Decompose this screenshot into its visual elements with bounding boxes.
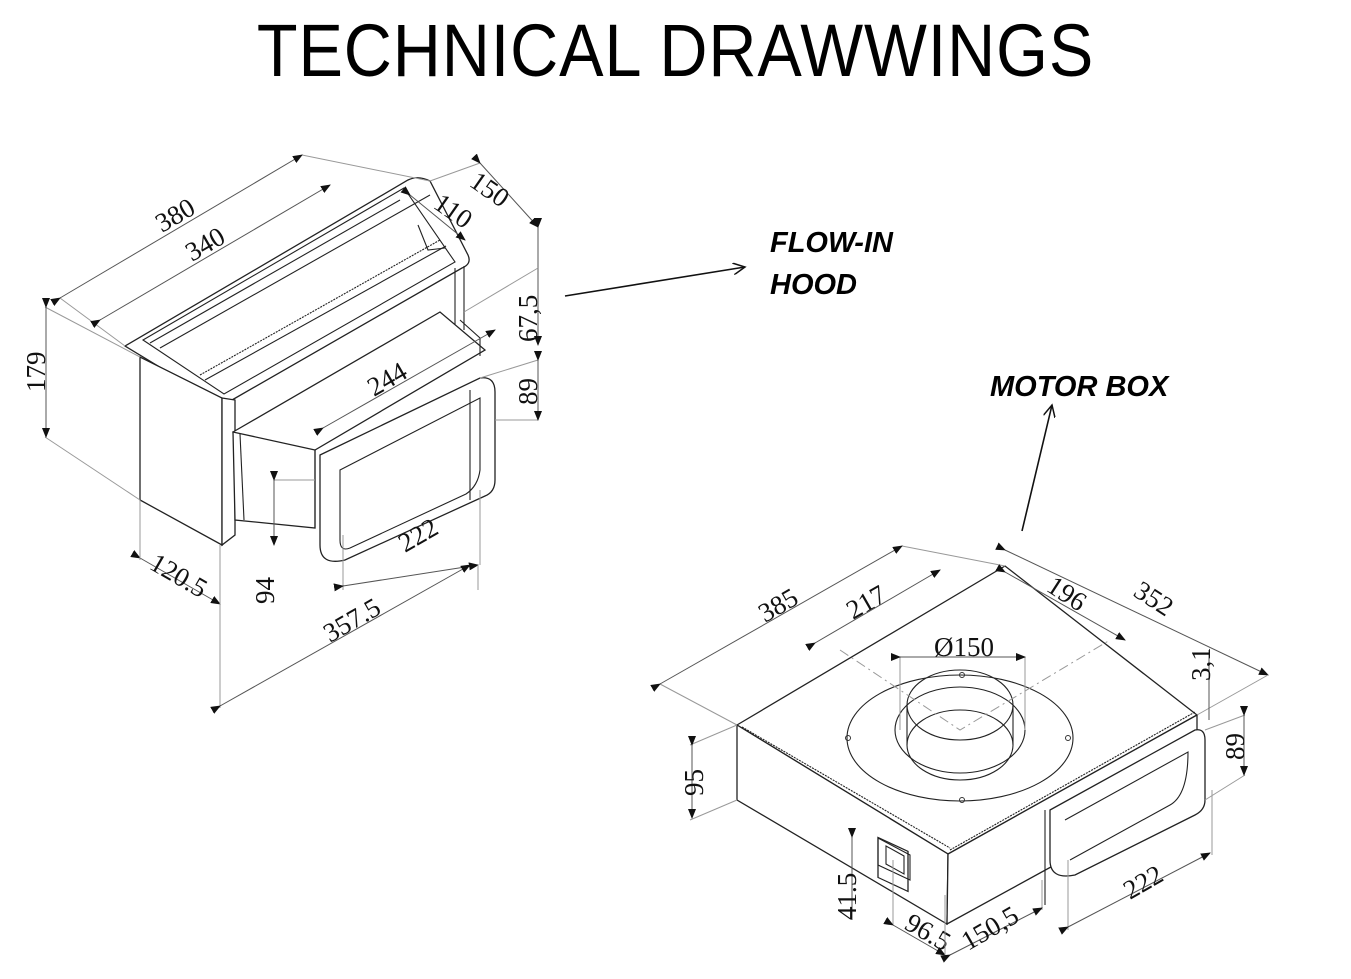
flow-in-hood-label-line1: FLOW-IN	[770, 227, 893, 259]
dim-179: 179	[21, 352, 51, 393]
dim-89-motor: 89	[1220, 733, 1250, 760]
dim-222-motor: 222	[1118, 859, 1168, 905]
dim-3-1: 3,1	[1186, 647, 1216, 681]
dim-67-5: 67,5	[513, 295, 543, 342]
dim-94-text: 94	[250, 577, 280, 605]
page-title: TECHNICAL DRAWWINGS	[256, 9, 1095, 92]
dim-352: 352	[1129, 575, 1179, 622]
motor-box-label: MOTOR BOX	[990, 371, 1169, 403]
dim-217: 217	[841, 579, 891, 625]
dim-380: 380	[150, 192, 200, 238]
dim-diameter-150: Ø150	[934, 632, 994, 662]
dim-385: 385	[753, 582, 803, 628]
motor-box-pointer-arrow	[1021, 405, 1052, 532]
flow-in-hood-label: FLOW-IN HOOD	[770, 222, 893, 306]
dim-89-hood: 89	[513, 378, 543, 405]
dim-41-5: 41.5	[832, 873, 862, 920]
flow-in-hood-drawing: 380 340 150 110 179 67,5 89 244 222	[21, 153, 543, 714]
flow-in-hood-pointer-arrow	[564, 267, 745, 297]
dim-357-5: 357.5	[318, 592, 386, 648]
flow-in-hood-label-line2: HOOD	[770, 269, 857, 301]
dim-340: 340	[180, 221, 230, 267]
dim-95: 95	[679, 769, 709, 796]
dim-120-5: 120.5	[145, 547, 213, 603]
motor-box-drawing: 385 217 196 352 Ø150 3,1 89 95 222	[650, 542, 1269, 963]
